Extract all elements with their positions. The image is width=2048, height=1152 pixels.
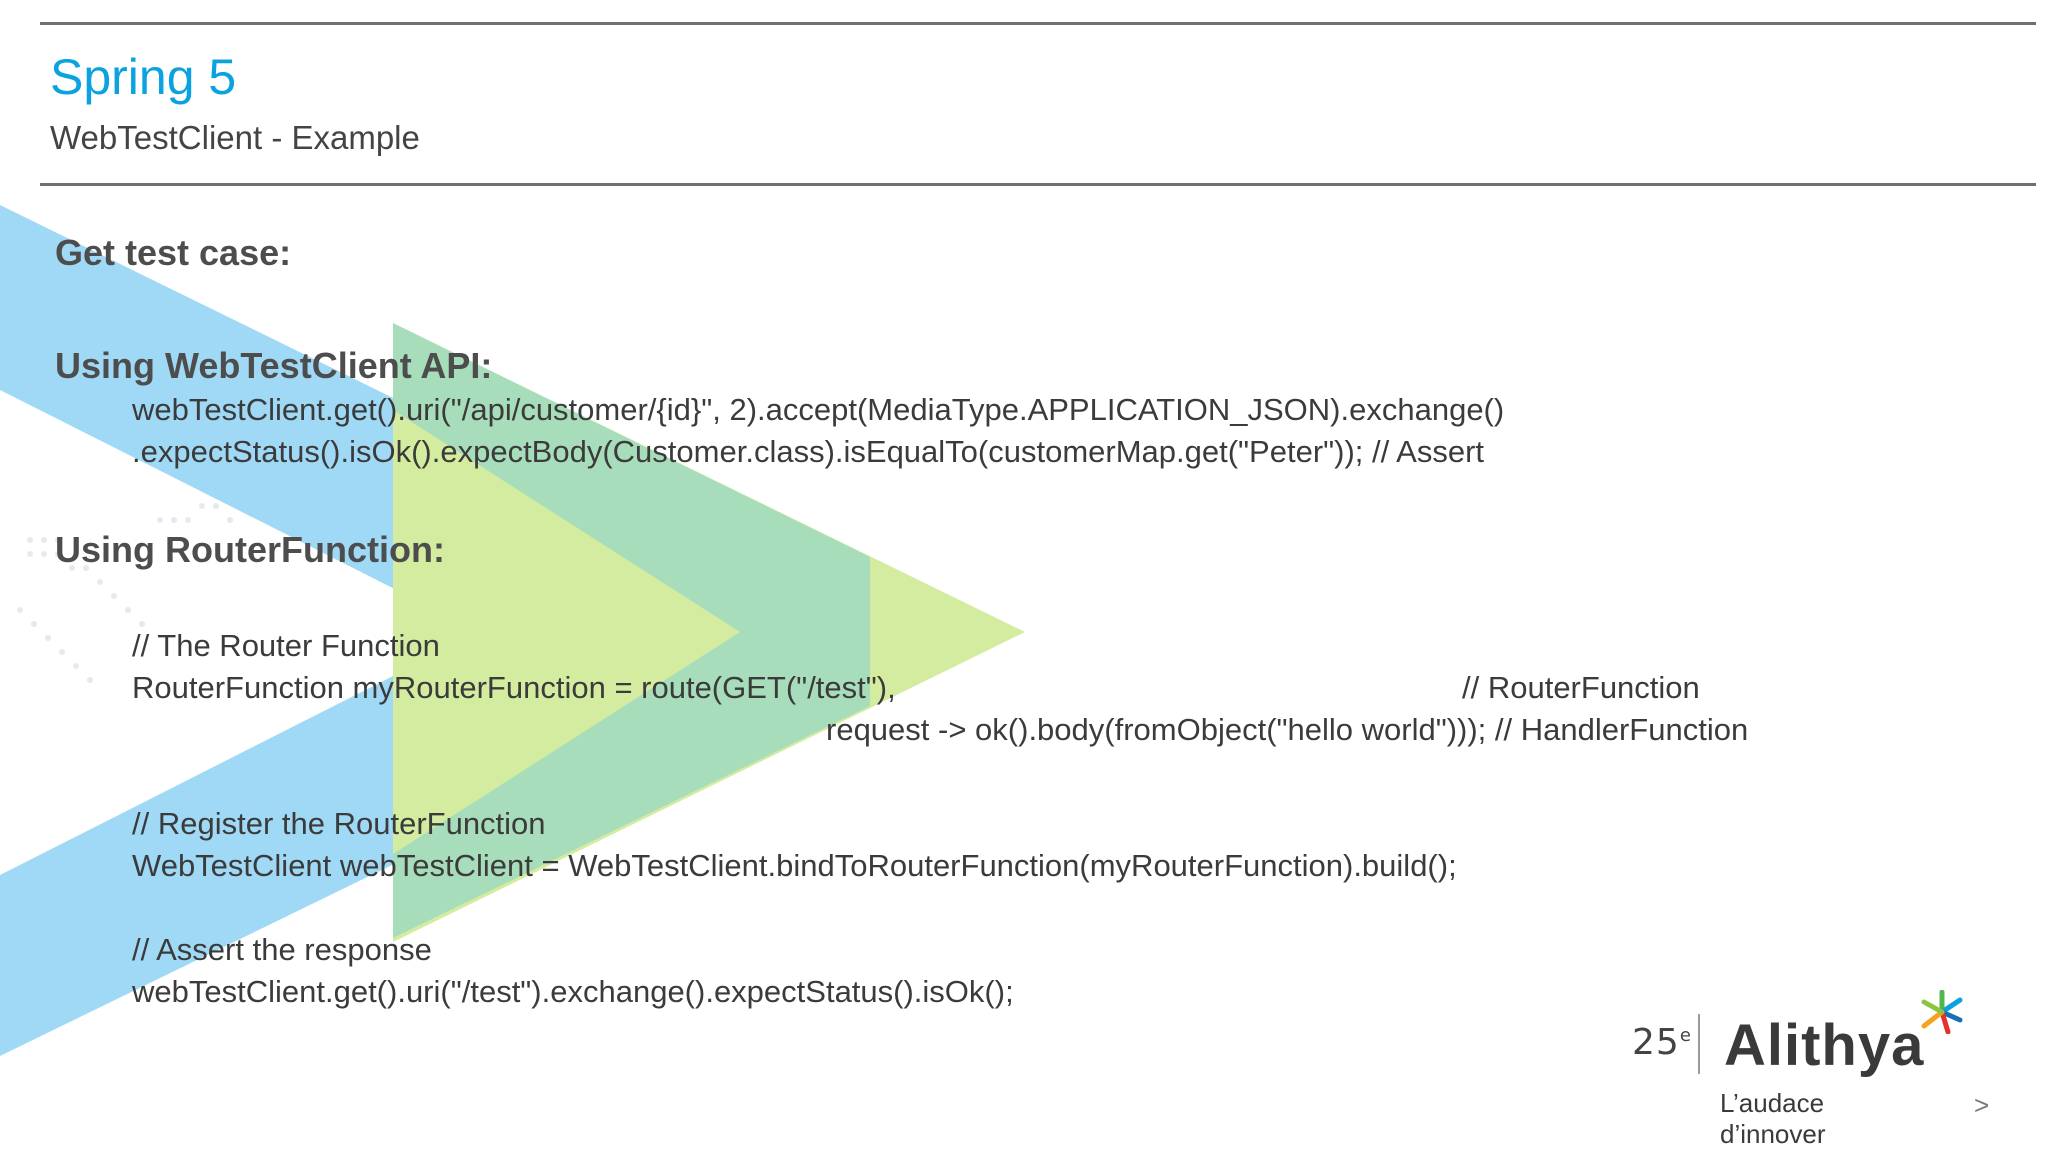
logo-divider — [1698, 1014, 1700, 1074]
asterisk-star-icon — [1921, 990, 1963, 1034]
get-test-case-heading: Get test case: — [55, 232, 292, 273]
anniversary-badge: 25e — [1632, 1022, 1692, 1063]
world-map-dots — [17, 503, 233, 683]
router-inline-comment: // RouterFunction — [1462, 670, 1700, 705]
assert-comment: // Assert the response — [132, 932, 432, 967]
api-code-line-1: webTestClient.get().uri("/api/customer/{… — [132, 392, 1505, 427]
routerfunction-heading: Using RouterFunction: — [55, 529, 445, 570]
brand-tagline: L’audace d’innover — [1720, 1088, 1826, 1149]
slide-subtitle: WebTestClient - Example — [50, 119, 420, 156]
chevron-right-icon[interactable]: > — [1974, 1090, 1990, 1120]
top-divider — [40, 22, 2036, 25]
webtestclient-api-heading: Using WebTestClient API: — [55, 345, 493, 386]
router-declaration: RouterFunction myRouterFunction = route(… — [132, 670, 896, 705]
slide-title: Spring 5 — [50, 49, 237, 105]
header-divider — [40, 183, 2036, 186]
router-comment: // The Router Function — [132, 628, 440, 663]
blue-chevron — [0, 205, 870, 1056]
api-code-line-2: .expectStatus().isOk().expectBody(Custom… — [132, 434, 1485, 469]
chevron-overlap — [393, 323, 870, 938]
assert-line: webTestClient.get().uri("/test").exchang… — [132, 974, 1014, 1009]
brand-name: Alithya — [1724, 1013, 1925, 1078]
register-line: WebTestClient webTestClient = WebTestCli… — [132, 848, 1457, 883]
router-handler-line: request -> ok().body(fromObject("hello w… — [826, 712, 1749, 747]
register-comment: // Register the RouterFunction — [132, 806, 546, 841]
